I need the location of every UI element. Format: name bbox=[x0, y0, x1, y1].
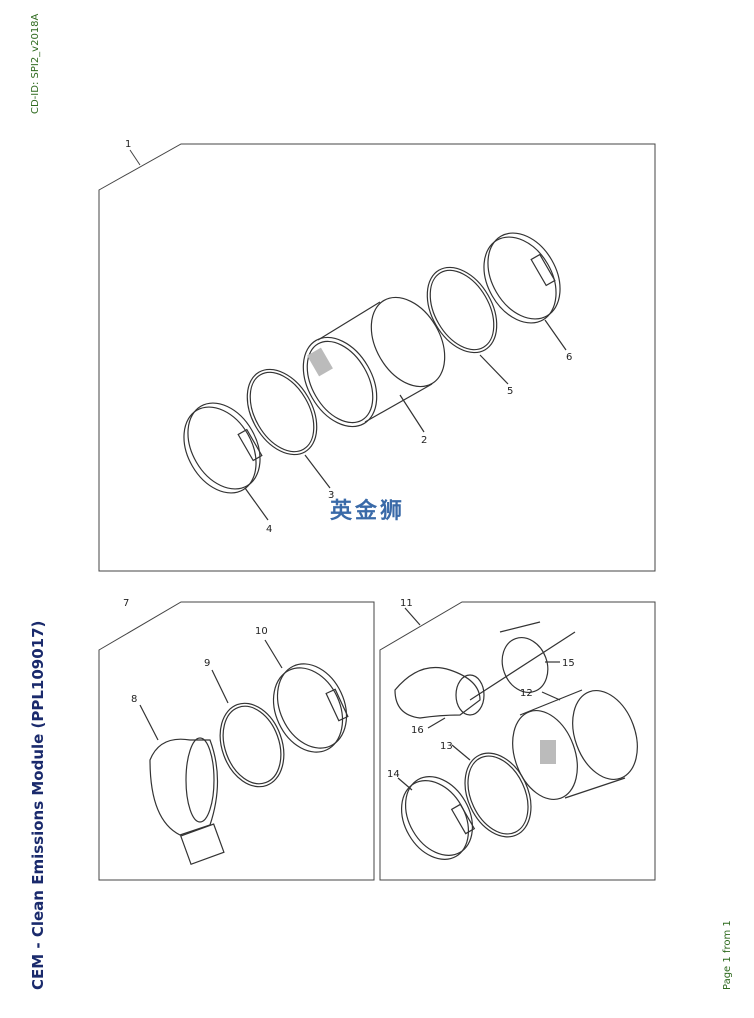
callout-11: 11 bbox=[400, 598, 413, 609]
callout-7: 7 bbox=[123, 598, 129, 609]
gasket-9 bbox=[219, 702, 285, 788]
callout-9: 9 bbox=[204, 658, 210, 669]
elbow-16 bbox=[394, 666, 485, 719]
callout-6: 6 bbox=[566, 352, 572, 363]
gasket-5 bbox=[426, 266, 498, 354]
callout-3: 3 bbox=[328, 490, 334, 501]
clamp-6 bbox=[483, 232, 561, 324]
v-clamp-15 bbox=[469, 621, 576, 701]
gasket-13 bbox=[464, 752, 532, 838]
callout-8: 8 bbox=[131, 694, 137, 705]
clamp-14 bbox=[400, 776, 476, 860]
filter-12 bbox=[512, 689, 638, 801]
clamp-10 bbox=[272, 663, 349, 753]
callout-4: 4 bbox=[266, 524, 272, 535]
watermark: 英金狮 bbox=[330, 498, 405, 524]
housing-8 bbox=[149, 737, 225, 865]
callout-5: 5 bbox=[507, 386, 513, 397]
callout-13: 13 bbox=[440, 741, 453, 752]
panel-11-frame bbox=[379, 601, 656, 881]
callout-2: 2 bbox=[421, 435, 427, 446]
gasket-3 bbox=[246, 368, 318, 456]
filter-2 bbox=[302, 296, 446, 428]
panel-7-frame bbox=[98, 601, 375, 881]
callout-16: 16 bbox=[411, 725, 424, 736]
panel-1-frame bbox=[98, 143, 656, 572]
callout-1: 1 bbox=[125, 139, 131, 150]
callout-15: 15 bbox=[562, 658, 575, 669]
callout-14: 14 bbox=[387, 769, 400, 780]
callout-12: 12 bbox=[520, 688, 533, 699]
callout-10: 10 bbox=[255, 626, 268, 637]
clamp-4 bbox=[183, 402, 263, 494]
